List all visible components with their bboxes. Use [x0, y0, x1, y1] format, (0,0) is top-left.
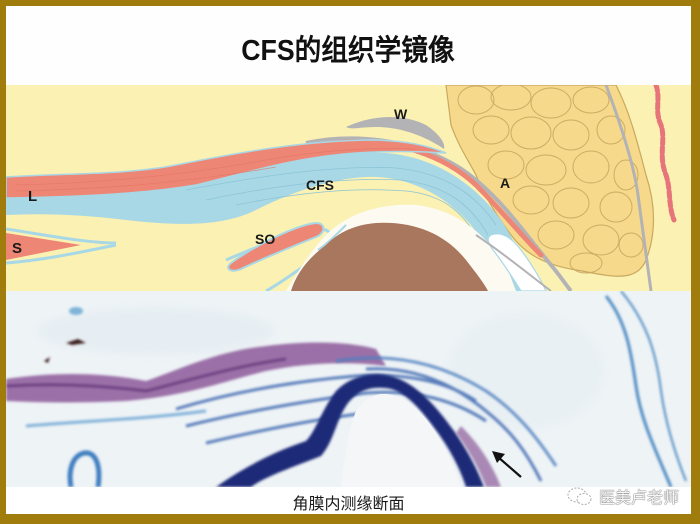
anatomy-drawing	[6, 85, 677, 291]
watermark: 医美卢老师	[566, 484, 679, 508]
label-s: S	[12, 240, 23, 257]
fat-pad	[445, 85, 655, 277]
slide-content: CFS的组织学镜像	[6, 6, 691, 514]
label-cfs: CFS	[306, 177, 334, 193]
anatomy-illustration: W L CFS A S SO	[6, 85, 691, 291]
arrow-up-left-icon	[492, 451, 522, 478]
bone	[291, 222, 488, 291]
watermark-text: 医美卢老师	[598, 488, 679, 507]
histology-photo	[6, 291, 691, 487]
label-l: L	[28, 188, 38, 205]
w-layer	[346, 117, 445, 149]
title-band: CFS的组织学镜像	[6, 6, 691, 85]
label-w: W	[394, 106, 408, 122]
label-so: SO	[255, 231, 276, 247]
so-muscle	[227, 221, 325, 272]
wechat-icon	[567, 487, 592, 505]
histology-image	[6, 291, 691, 487]
s-muscle	[6, 233, 81, 260]
label-a: A	[500, 175, 511, 191]
slide-title: CFS的组织学镜像	[241, 34, 456, 67]
l-muscle	[6, 139, 447, 199]
figure-caption: 角膜内测缘断面	[292, 494, 405, 513]
